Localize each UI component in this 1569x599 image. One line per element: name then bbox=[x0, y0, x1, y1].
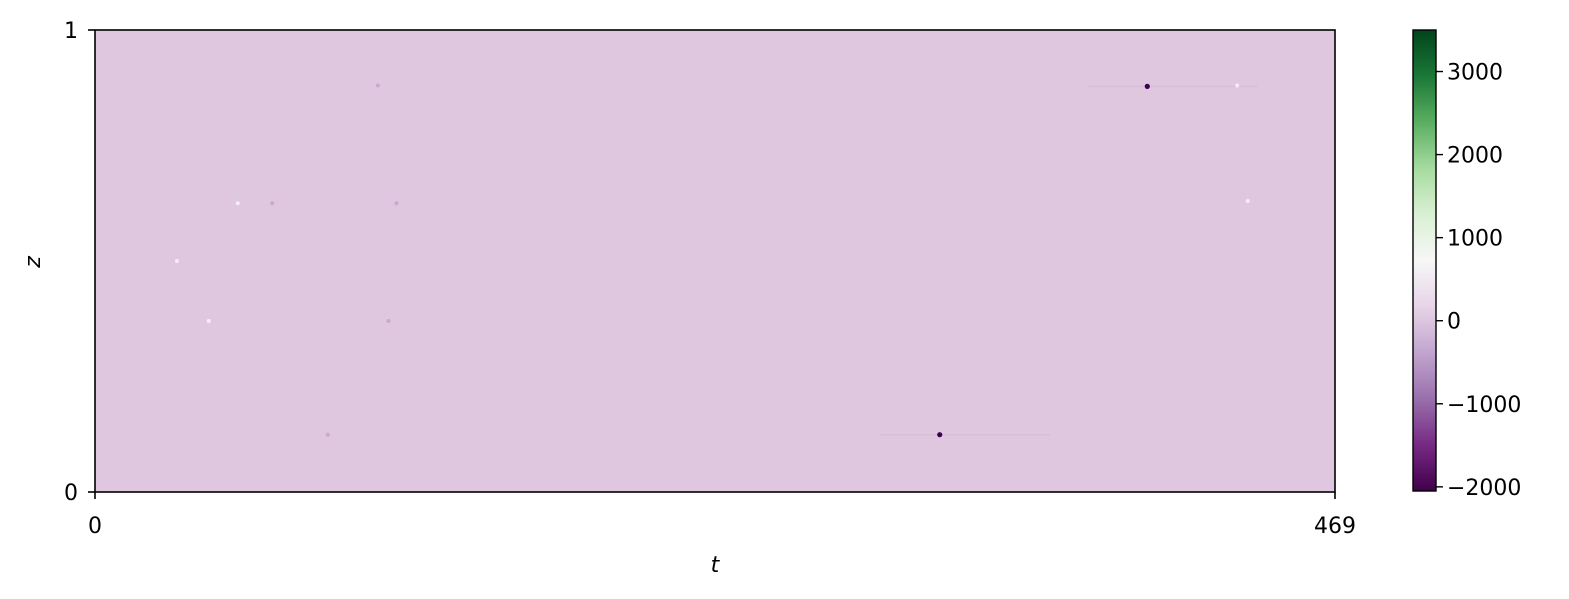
heatmap-feature-2 bbox=[235, 201, 240, 206]
heatmap-feature-6 bbox=[206, 319, 211, 324]
colorbar-tick-label-0: 3000 bbox=[1447, 61, 1503, 86]
heatmap-feature-10 bbox=[394, 201, 399, 206]
y-tick-label-1: 1 bbox=[64, 19, 78, 44]
y-axis-label: z bbox=[21, 256, 46, 269]
colorbar-ticks: 3000 2000 1000 0 −1000 −2000 bbox=[1436, 61, 1521, 501]
x-tick-label-0: 0 bbox=[88, 514, 102, 539]
heatmap-feature-9 bbox=[325, 432, 330, 437]
heatmap-feature-0 bbox=[937, 432, 943, 438]
colorbar-tick-label-2: 1000 bbox=[1447, 227, 1503, 252]
colorbar-tick-label-1: 2000 bbox=[1447, 144, 1503, 169]
heatmap-background bbox=[95, 30, 1335, 492]
x-axis-label: t bbox=[711, 553, 721, 578]
colorbar-tick-label-3: 0 bbox=[1447, 310, 1461, 335]
heatmap-feature-5 bbox=[174, 259, 179, 263]
colorbar-tick-label-4: −1000 bbox=[1447, 393, 1521, 418]
heatmap-feature-1 bbox=[1144, 83, 1150, 89]
heatmap-feature-3 bbox=[1235, 83, 1240, 88]
heatmap-feature-4 bbox=[1245, 198, 1250, 203]
plot-frame bbox=[94, 29, 1336, 493]
heatmap-feature-8 bbox=[375, 83, 380, 88]
x-tick-label-1: 469 bbox=[1314, 514, 1356, 539]
colorbar bbox=[1412, 29, 1437, 492]
heatmap-features bbox=[174, 83, 1258, 438]
heatmap-feature-7 bbox=[386, 319, 391, 324]
y-tick-label-0: 0 bbox=[64, 481, 78, 506]
heatmap-feature-11 bbox=[270, 201, 275, 206]
colorbar-tick-label-5: −2000 bbox=[1447, 476, 1521, 501]
